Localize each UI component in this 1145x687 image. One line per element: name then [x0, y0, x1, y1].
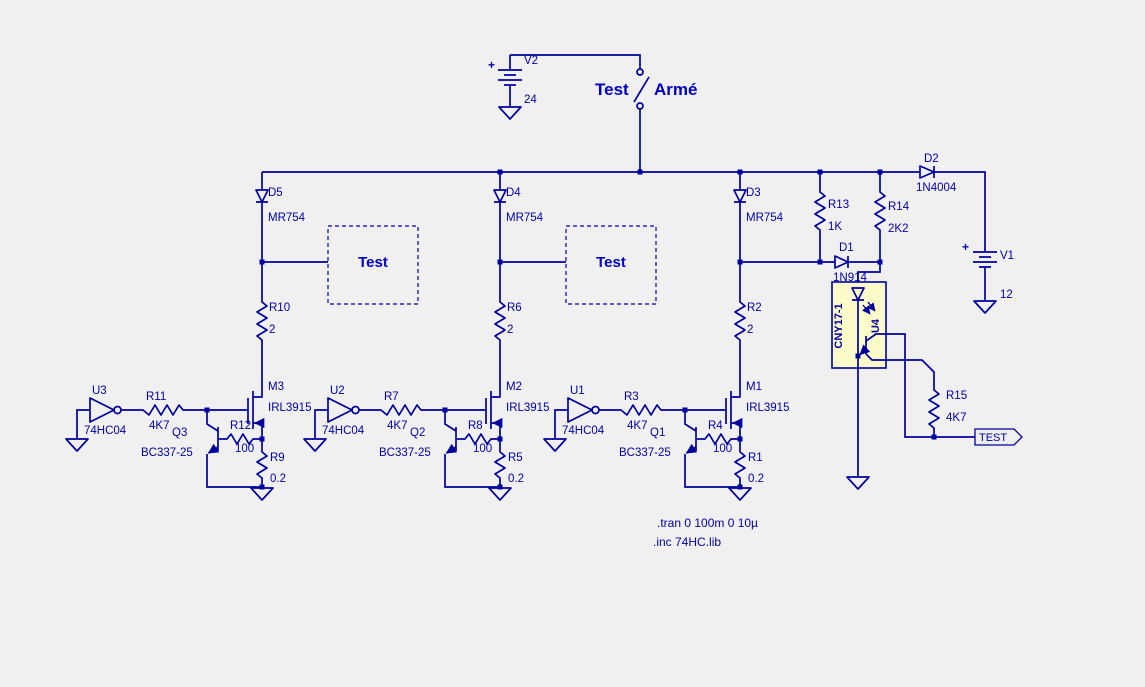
- v1-ground: [973, 300, 997, 314]
- m2-ref[interactable]: M2: [506, 381, 522, 393]
- test-port-label[interactable]: TEST: [979, 432, 1007, 444]
- r5-value[interactable]: 0.2: [508, 473, 524, 485]
- q2-value[interactable]: BC337-25: [379, 447, 431, 459]
- d5-ref[interactable]: D5: [268, 187, 283, 199]
- d4-ref[interactable]: D4: [506, 187, 521, 199]
- r2-value[interactable]: 2: [747, 324, 753, 336]
- r4-value[interactable]: 100: [713, 443, 732, 455]
- v1-ref-label[interactable]: V1: [1000, 250, 1014, 262]
- u2-value[interactable]: 74HC04: [322, 425, 365, 437]
- r7-value[interactable]: 4K7: [387, 420, 407, 432]
- u3-ref[interactable]: U3: [92, 385, 107, 397]
- r14-value[interactable]: 2K2: [888, 223, 908, 235]
- m3-ref[interactable]: M3: [268, 381, 284, 393]
- q1-ref[interactable]: Q1: [650, 427, 665, 439]
- tran-directive[interactable]: .tran 0 100m 0 10µ: [657, 516, 758, 530]
- r6-value[interactable]: 2: [507, 324, 513, 336]
- r8-value[interactable]: 100: [473, 443, 492, 455]
- test-arme-switch[interactable]: Test Armé: [595, 68, 697, 110]
- r15-ref[interactable]: R15: [946, 390, 967, 402]
- r10-ref[interactable]: R10: [269, 302, 290, 314]
- v2-ref-label[interactable]: V2: [524, 55, 538, 67]
- r12-ref[interactable]: R12: [230, 420, 251, 432]
- output-network[interactable]: R15 4K7 TEST: [886, 333, 1023, 446]
- r3-ref[interactable]: R3: [624, 391, 639, 403]
- r9-value[interactable]: 0.2: [270, 473, 286, 485]
- opto-ref-label[interactable]: U4: [870, 318, 882, 333]
- feed-wires: [262, 54, 920, 173]
- v2-ground: [498, 106, 522, 120]
- r8-ref[interactable]: R8: [468, 420, 483, 432]
- q3-value[interactable]: BC337-25: [141, 447, 193, 459]
- r14-resistor[interactable]: R14 2K2: [874, 172, 910, 262]
- q3-ref[interactable]: Q3: [172, 427, 187, 439]
- v1-value-label[interactable]: 12: [1000, 289, 1013, 301]
- r4-ref[interactable]: R4: [708, 420, 723, 432]
- u1-value[interactable]: 74HC04: [562, 425, 605, 437]
- d2-value[interactable]: 1N4004: [916, 182, 957, 194]
- d1-ref[interactable]: D1: [839, 242, 854, 254]
- r11-ref[interactable]: R11: [146, 391, 166, 403]
- test-box-1-label[interactable]: Test: [358, 254, 388, 271]
- v1-plus-sign: +: [962, 240, 969, 254]
- d1-value[interactable]: 1N914: [833, 272, 867, 284]
- stage-3-labels[interactable]: D3 MR754 R2 2 M1 IRL3915 R3 4K7 U1 74HC0…: [562, 187, 789, 485]
- d1-diode[interactable]: D1 1N914: [740, 242, 880, 284]
- d2-diode[interactable]: D2 1N4004: [916, 153, 986, 252]
- opto-ground: [846, 476, 870, 490]
- r13-resistor[interactable]: R13 1K: [814, 172, 849, 262]
- r15-value[interactable]: 4K7: [946, 412, 966, 424]
- spice-directives[interactable]: .tran 0 100m 0 10µ .inc 74HC.lib: [653, 516, 758, 549]
- opto-part-label[interactable]: CNY17-1: [833, 303, 845, 348]
- d4-value[interactable]: MR754: [506, 212, 544, 224]
- r10-value[interactable]: 2: [269, 324, 275, 336]
- d5-value[interactable]: MR754: [268, 212, 306, 224]
- optocoupler-u4[interactable]: CNY17-1 U4: [831, 262, 887, 490]
- r12-value[interactable]: 100: [235, 443, 254, 455]
- r1-value[interactable]: 0.2: [748, 473, 764, 485]
- u1-ref[interactable]: U1: [570, 385, 585, 397]
- u3-value[interactable]: 74HC04: [84, 425, 127, 437]
- r3-value[interactable]: 4K7: [627, 420, 647, 432]
- test-annotation-box-1[interactable]: Test: [262, 225, 419, 305]
- test-output-port[interactable]: TEST: [974, 428, 1023, 446]
- stage-2-labels[interactable]: D4 MR754 R6 2 M2 IRL3915 R7 4K7 U2 74HC0…: [322, 187, 549, 485]
- r1-ref[interactable]: R1: [748, 452, 763, 464]
- u2-ref[interactable]: U2: [330, 385, 345, 397]
- switch-test-label[interactable]: Test: [595, 80, 629, 99]
- switch-arme-label[interactable]: Armé: [654, 80, 697, 99]
- d2-ref[interactable]: D2: [924, 153, 939, 165]
- m2-value[interactable]: IRL3915: [506, 402, 549, 414]
- q2-ref[interactable]: Q2: [410, 427, 425, 439]
- d3-ref[interactable]: D3: [746, 187, 761, 199]
- v2-value-label[interactable]: 24: [524, 94, 537, 106]
- r9-ref[interactable]: R9: [270, 452, 285, 464]
- stage-1-labels[interactable]: D5 MR754 R10 2 M3 IRL3915 R11 4K7 U3 74H…: [84, 187, 311, 485]
- voltage-source-v2[interactable]: + V2 24: [488, 55, 538, 120]
- voltage-source-v1[interactable]: + V1 12: [962, 240, 1014, 314]
- r14-ref[interactable]: R14: [888, 201, 910, 213]
- junction-dots: [497, 169, 937, 440]
- r7-ref[interactable]: R7: [384, 391, 399, 403]
- include-directive[interactable]: .inc 74HC.lib: [653, 535, 721, 549]
- r2-ref[interactable]: R2: [747, 302, 762, 314]
- r11-value[interactable]: 4K7: [149, 420, 169, 432]
- test-annotation-box-2[interactable]: Test: [500, 225, 657, 305]
- d3-value[interactable]: MR754: [746, 212, 784, 224]
- m3-value[interactable]: IRL3915: [268, 402, 311, 414]
- m1-value[interactable]: IRL3915: [746, 402, 789, 414]
- r6-ref[interactable]: R6: [507, 302, 522, 314]
- r13-ref[interactable]: R13: [828, 199, 849, 211]
- r13-value[interactable]: 1K: [828, 221, 842, 233]
- r5-ref[interactable]: R5: [508, 452, 523, 464]
- v2-plus-sign: +: [488, 58, 495, 72]
- m1-ref[interactable]: M1: [746, 381, 762, 393]
- q1-value[interactable]: BC337-25: [619, 447, 671, 459]
- test-box-2-label[interactable]: Test: [596, 254, 626, 271]
